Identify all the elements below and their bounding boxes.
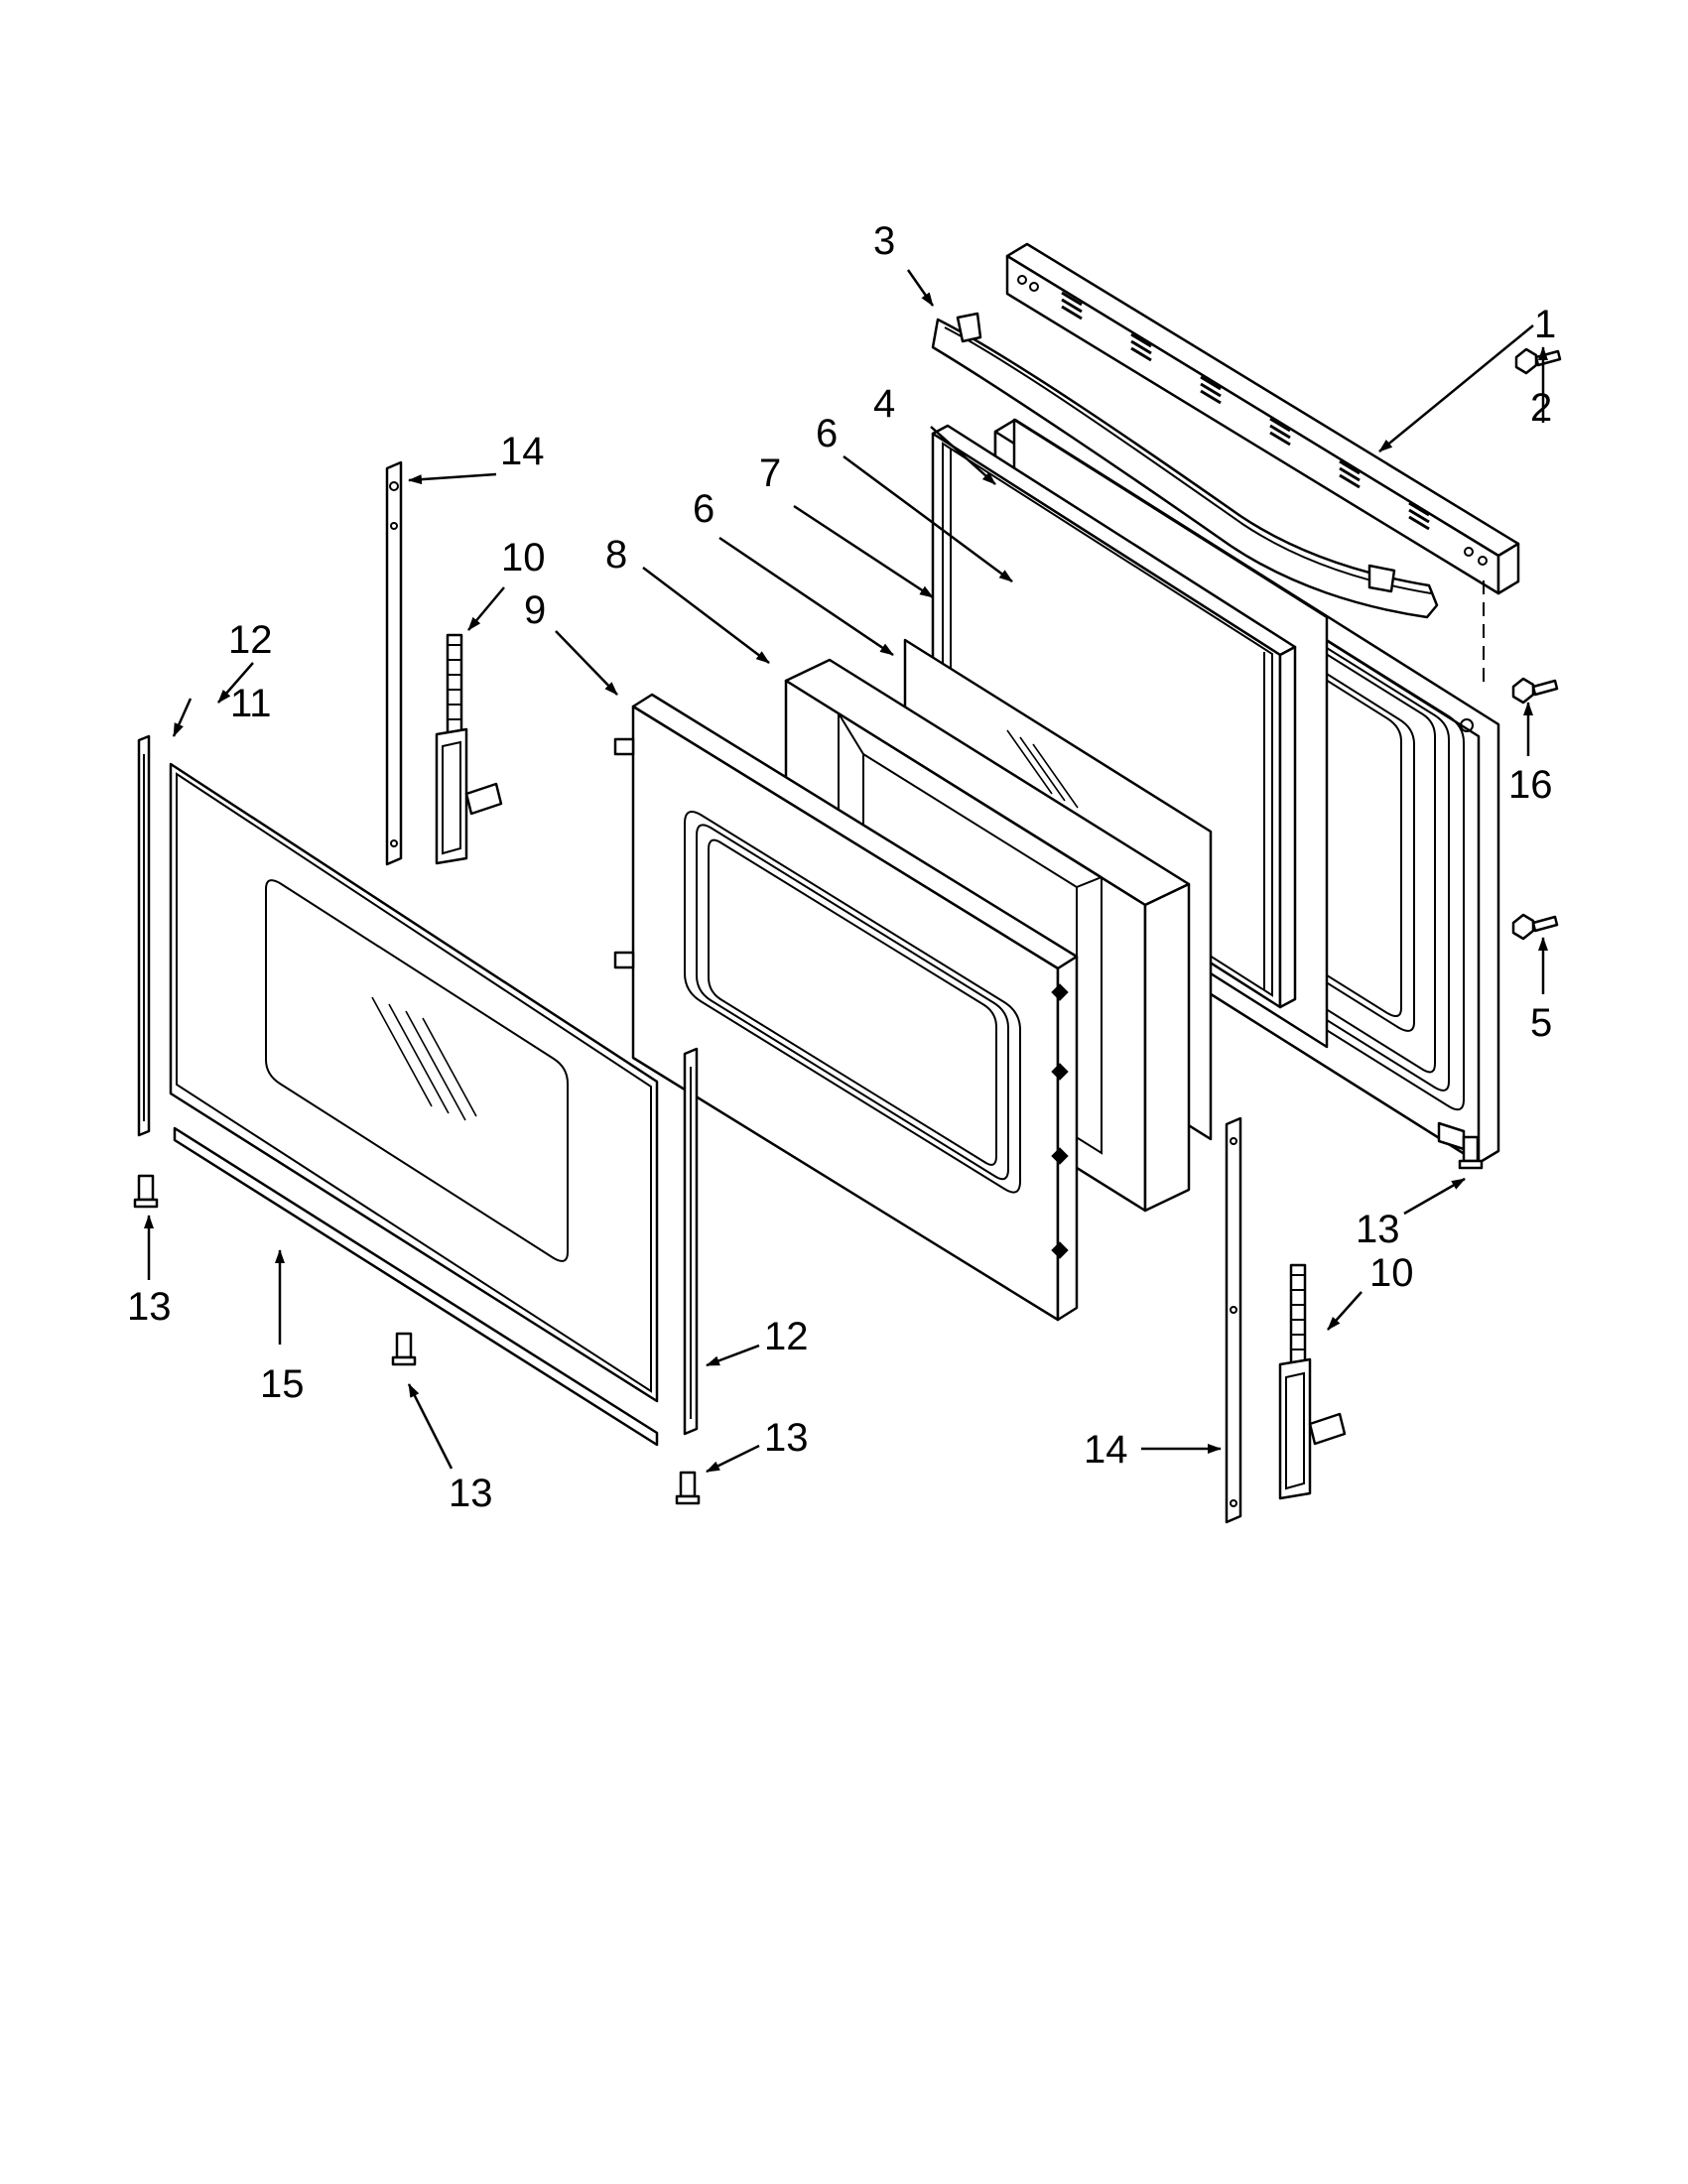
part-13-screw-right	[1458, 1135, 1484, 1170]
part-10-hinge-left	[435, 633, 503, 865]
part-13-screw-bottom	[391, 1332, 417, 1366]
callout-14-top: 14	[500, 430, 545, 473]
callout-1: 1	[1534, 303, 1556, 346]
part-12-side-trim-right	[683, 1047, 699, 1436]
callout-11: 11	[230, 682, 272, 725]
part-5-screw	[1511, 913, 1559, 941]
part-10-hinge-right	[1278, 1263, 1347, 1500]
callout-14-bottom: 14	[1084, 1428, 1128, 1472]
callout-4: 4	[873, 382, 895, 426]
callout-16: 16	[1508, 763, 1553, 807]
callout-2: 2	[1530, 386, 1552, 430]
callout-12-right: 12	[764, 1315, 809, 1358]
part-12-side-trim-left	[137, 734, 151, 1137]
part-14-hinge-receiver-left	[385, 460, 403, 866]
callout-13-center: 13	[764, 1416, 809, 1460]
part-14-hinge-receiver-right	[1225, 1116, 1242, 1524]
callout-8: 8	[605, 533, 627, 577]
callout-10-left: 10	[501, 536, 546, 579]
callout-13-left: 13	[127, 1285, 172, 1329]
callout-3: 3	[873, 219, 895, 263]
part-9-door-liner	[613, 693, 1079, 1322]
part-16-screw	[1511, 677, 1559, 705]
part-2-screw	[1514, 347, 1562, 375]
callout-5: 5	[1530, 1001, 1552, 1045]
leader-lines	[144, 269, 1548, 1474]
callout-13-right: 13	[1356, 1208, 1400, 1251]
callout-15: 15	[260, 1362, 305, 1406]
callout-10-right: 10	[1369, 1251, 1414, 1295]
part-15-bottom-trim	[173, 1126, 659, 1447]
callout-7: 7	[759, 451, 781, 495]
callout-6-rear: 6	[816, 412, 838, 455]
callout-6-front: 6	[693, 487, 714, 531]
part-11-outer-door-panel	[169, 762, 659, 1403]
callout-labels: 1 2 3 4 6 7 6 8 9 10 14 12 11 13 15 13 1…	[127, 219, 1556, 1515]
part-3-door-handle	[931, 312, 1439, 619]
callout-12-left: 12	[228, 618, 273, 662]
callout-13-bottom: 13	[449, 1472, 493, 1515]
part-13-screw-center	[675, 1471, 701, 1505]
part-13-screw-left	[133, 1174, 159, 1209]
callout-9: 9	[524, 588, 546, 632]
part-1-vent-trim	[1005, 242, 1520, 595]
